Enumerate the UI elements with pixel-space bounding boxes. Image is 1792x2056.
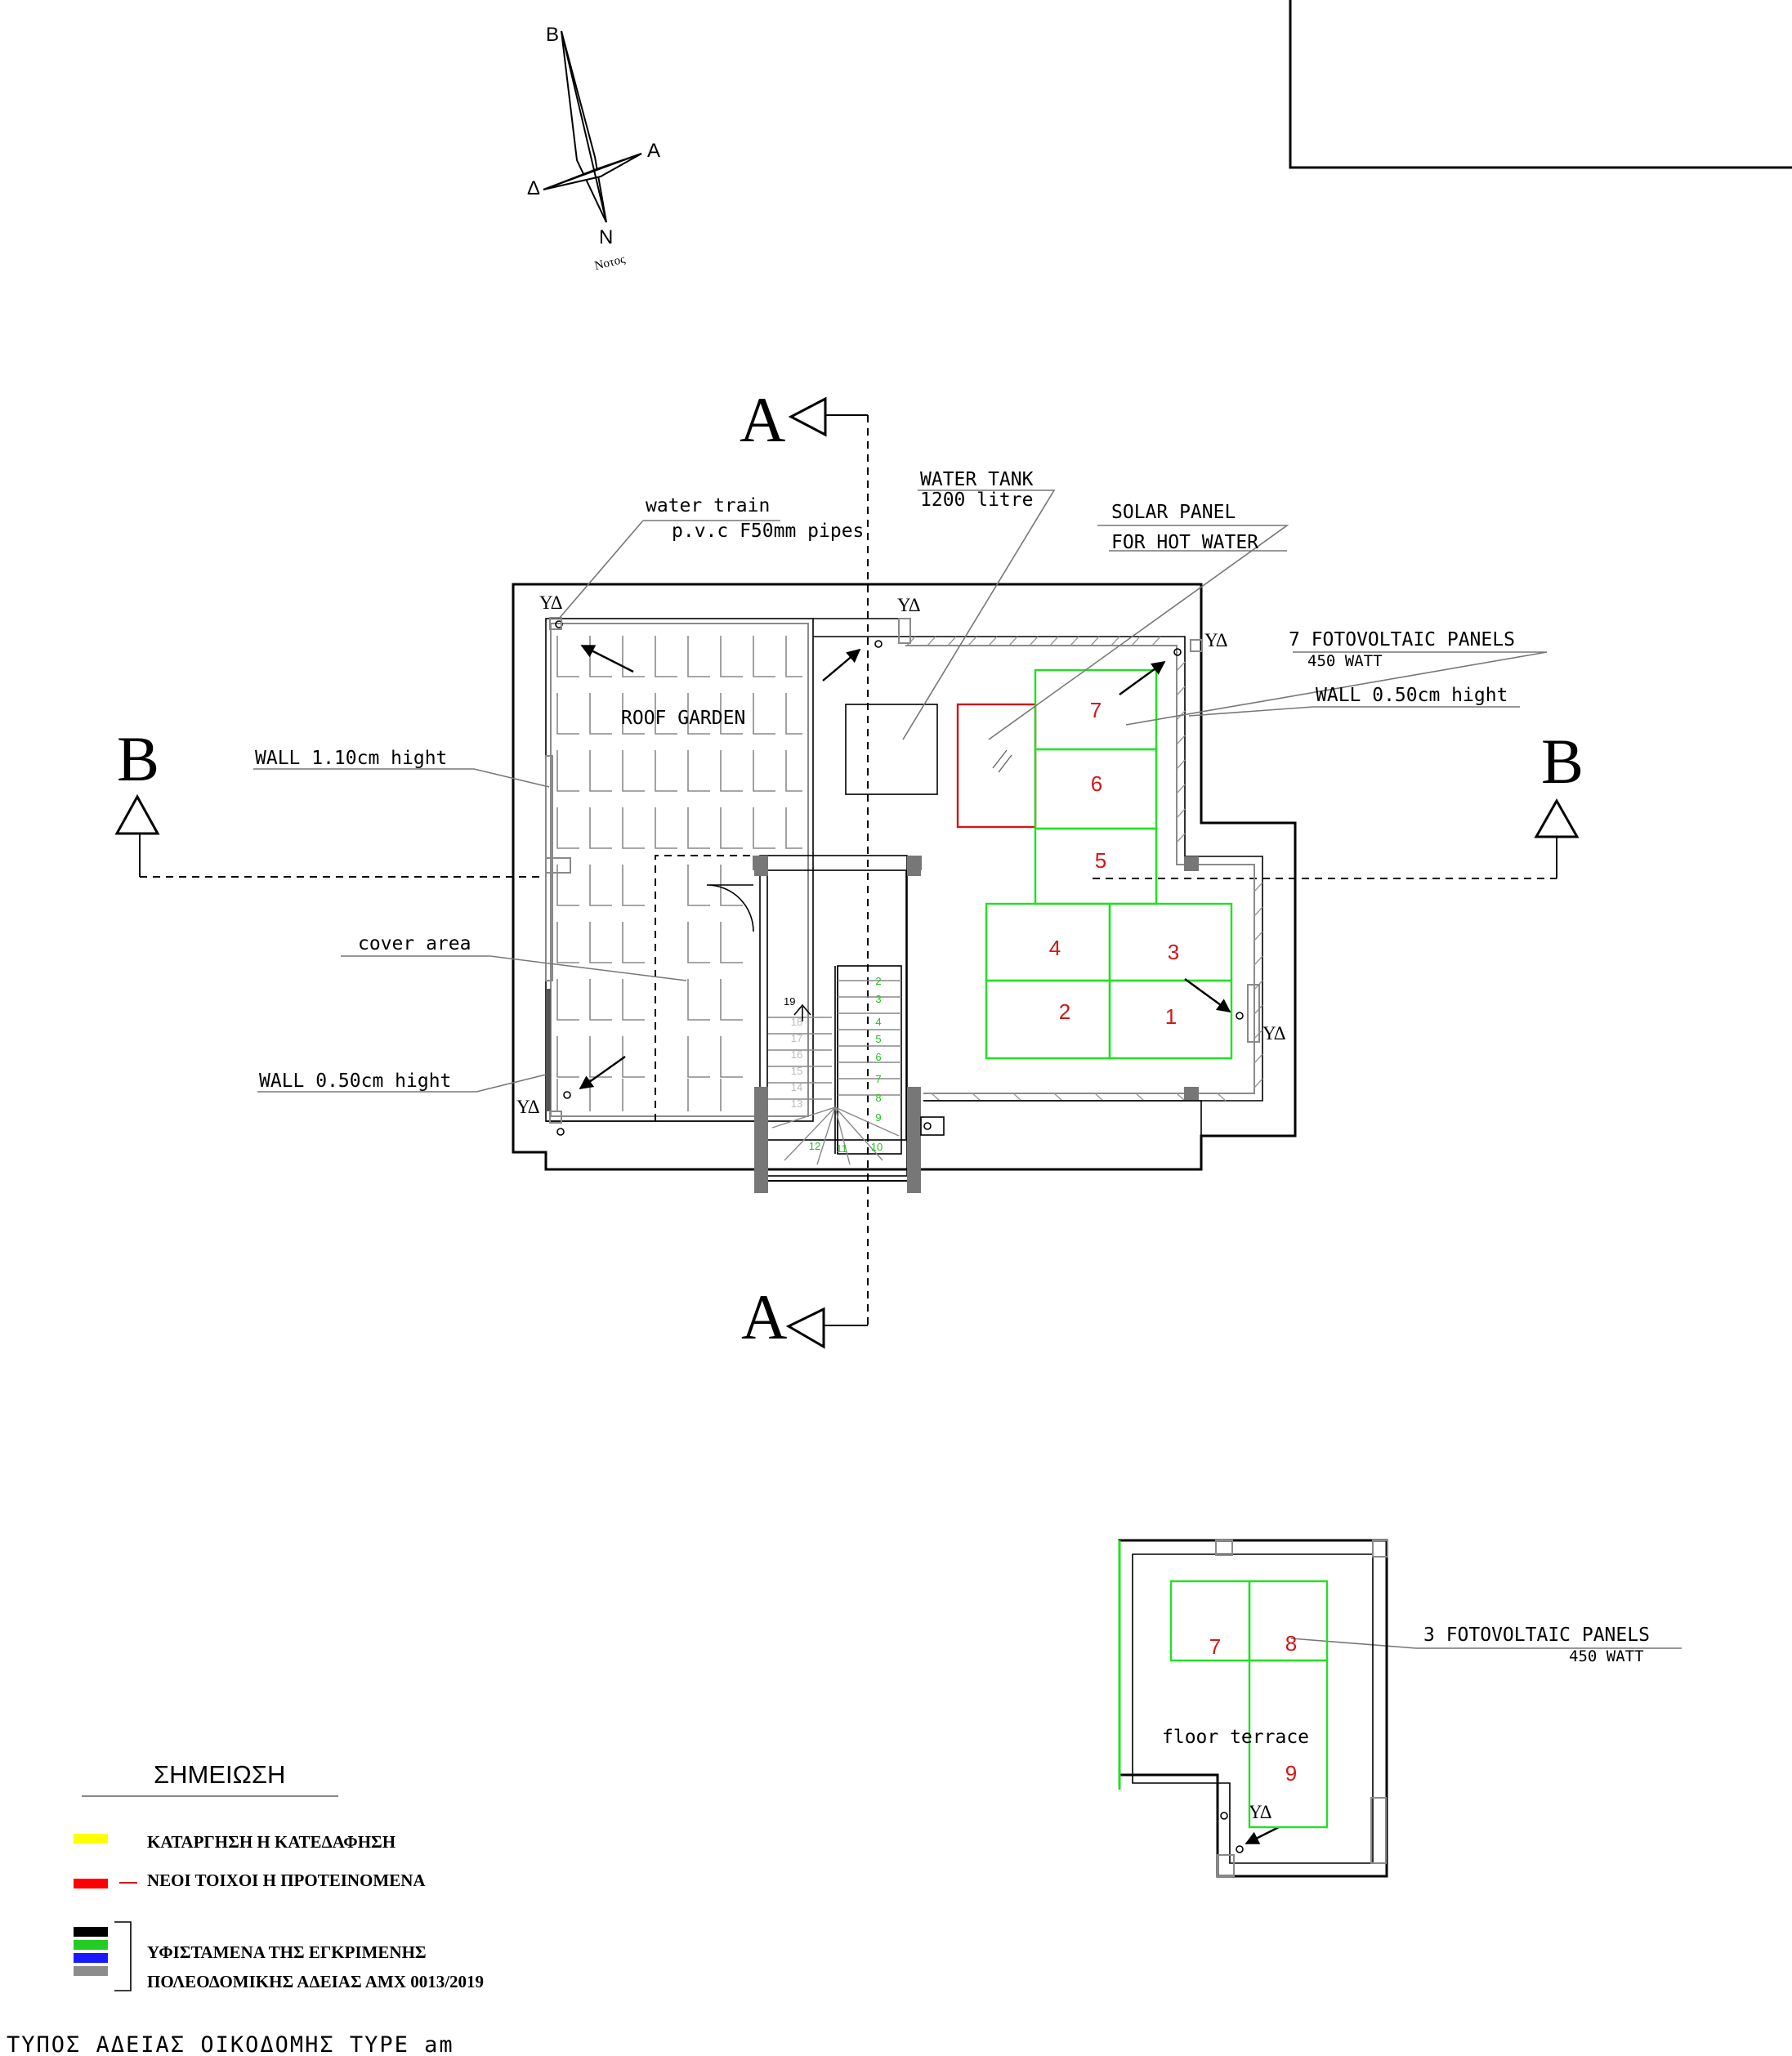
title-block-frame — [1289, 0, 1792, 169]
solar-panel-purpose-label: FOR HOT WATER — [1111, 532, 1258, 553]
roof-garden-label: ROOF GARDEN — [621, 708, 745, 729]
stair-step-number: 3 — [875, 993, 881, 1005]
section-b-right: B — [1534, 726, 1584, 878]
solar-panel-label: SOLAR PANEL — [1111, 502, 1236, 523]
wall-110-label: WALL 1.10cm hight — [255, 748, 447, 769]
stair-step-number: 9 — [875, 1111, 881, 1124]
drain-tags: ΥΔ ΥΔ ΥΔ ΥΔ ΥΔ — [516, 592, 1286, 1117]
compass-west-letter: Δ — [527, 177, 540, 199]
drain-tag: ΥΔ — [1204, 630, 1228, 650]
pv-panel-number: 8 — [1285, 1631, 1297, 1656]
stair-step-number: 17 — [791, 1032, 802, 1044]
legend-swatch — [74, 1966, 108, 1976]
stair-step-number: 5 — [875, 1033, 881, 1045]
pv-panel-number: 2 — [1059, 999, 1070, 1024]
stair-step-number: 10 — [871, 1141, 883, 1153]
plan-labels: water train p.v.c F50mm pipes WATER TANK… — [255, 469, 1650, 1665]
building-outline — [512, 583, 1297, 1171]
pv-small-count-label: 3 FOTOVOLTAIC PANELS — [1423, 1625, 1650, 1646]
flow-arrows — [579, 644, 1231, 1089]
water-tank-label: WATER TANK — [920, 469, 1034, 490]
stair-step-number: 15 — [791, 1065, 802, 1077]
leader-lines — [253, 489, 1682, 1649]
pv-small-watt-label: 450 WATT — [1569, 1647, 1644, 1665]
compass-south-word: Νοτος — [593, 253, 627, 273]
stair-step-number: 2 — [875, 975, 881, 987]
legend-item-text: ΚΑΤΑΡΓΗΣΗ Η ΚΑΤΕΔΑΦΗΣΗ — [147, 1832, 395, 1852]
pv-panel-number: 3 — [1168, 940, 1179, 964]
pv-panel — [985, 902, 1111, 982]
stair-step-number: 6 — [875, 1051, 881, 1063]
pv-panel — [1248, 1659, 1329, 1829]
stair-step-numbers: 2 3 4 5 6 7 8 9 10 11 12 18 17 16 15 14 13 — [791, 975, 883, 1155]
section-a-top-label: A — [740, 384, 785, 455]
section-b-left-label: B — [117, 723, 159, 794]
compass-south-letter: N — [599, 226, 613, 248]
stair-step-number: 7 — [875, 1073, 881, 1085]
legend-title: ΣΗΜΕΙΩΣΗ — [154, 1760, 285, 1789]
floor-terrace-plan: ΥΔ 7 8 9 floor terrace — [1118, 1539, 1388, 1878]
pv-array-main: 7 6 5 4 3 2 1 — [985, 668, 1233, 1060]
stair-step-number: 14 — [791, 1081, 802, 1093]
wall-050-left-label: WALL 0.50cm hight — [259, 1070, 451, 1092]
stair-step-number: 12 — [809, 1140, 820, 1152]
stair-step-number: 4 — [875, 1016, 881, 1028]
water-tank — [845, 704, 938, 795]
pv-panel-number: 9 — [1285, 1761, 1297, 1786]
legend-swatch — [74, 1940, 108, 1950]
water-train-pipes-label: p.v.c F50mm pipes — [672, 521, 864, 542]
drain-tag: ΥΔ — [516, 1097, 540, 1117]
roof-garden-tiles — [556, 636, 802, 1121]
stair-step-number: 8 — [875, 1092, 881, 1104]
stair-step-number: 13 — [791, 1097, 802, 1110]
pv-panel-number: 4 — [1049, 936, 1061, 960]
cover-area-label: cover area — [358, 933, 471, 954]
drain-points — [549, 617, 1260, 1136]
section-b-left: B — [114, 723, 160, 877]
stair-step-number: 11 — [836, 1142, 847, 1155]
compass-north-letter: B — [546, 24, 559, 46]
pv-main-watt-label: 450 WATT — [1307, 652, 1383, 670]
section-b-right-label: B — [1541, 726, 1584, 797]
pv-panel-number: 7 — [1090, 698, 1102, 722]
drain-tag: ΥΔ — [539, 592, 563, 613]
solar-hot-water-panel — [956, 703, 1037, 829]
section-a-bottom: A — [741, 1281, 868, 1352]
pv-array-small: 7 8 9 — [1169, 1580, 1329, 1829]
floor-terrace-label: floor terrace — [1162, 1727, 1309, 1748]
legend-swatch — [74, 1834, 108, 1844]
drain-tag: ΥΔ — [1249, 1802, 1272, 1822]
stair-core: 19 2 3 4 5 6 7 8 9 10 11 12 18 17 16 15 14 13 — [706, 855, 945, 1193]
pv-panel-number: 7 — [1209, 1634, 1221, 1659]
legend: ΣΗΜΕΙΩΣΗ ΚΑΤΑΡΓΗΣΗ Η ΚΑΤΕΔΑΦΗΣΗ ΝΕΟΙ ΤΟΙΧ… — [74, 1760, 484, 1991]
pv-panel-number: 1 — [1165, 1004, 1177, 1029]
drain-tag: ΥΔ — [897, 595, 921, 615]
legend-item-text: ΝΕΟΙ ΤΟΙΧΟΙ Η ΠΡΟΤΕΙΝΟΜΕΝΑ — [147, 1871, 426, 1890]
stair-top-number: 19 — [784, 995, 795, 1008]
legend-swatch — [74, 1927, 108, 1937]
water-tank-capacity-label: 1200 litre — [920, 489, 1033, 511]
wall-050-right-label: WALL 0.50cm hight — [1316, 685, 1508, 706]
legend-item-text: ΠΟΛΕΟΔΟΜΙΚΗΣ ΑΔΕΙΑΣ ΑΜΧ 0013/2019 — [147, 1972, 484, 1991]
legend-item-text: ΥΦΙΣΤΑΜΕΝΑ ΤΗΣ ΕΓΚΡΙΜΕΝΗΣ — [147, 1942, 427, 1962]
pv-panel-number: 6 — [1091, 771, 1102, 796]
water-train-label: water train — [646, 495, 770, 516]
pv-main-count-label: 7 FOTOVOLTAIC PANELS — [1289, 629, 1515, 650]
legend-swatch — [74, 1879, 108, 1888]
legend-swatch — [74, 1953, 108, 1963]
section-a-top: A — [740, 384, 868, 455]
compass-rose: B A Δ N Νοτος — [527, 24, 660, 273]
compass-east-letter: A — [647, 140, 660, 162]
pv-panel-number: 5 — [1095, 848, 1106, 873]
pv-panel — [1108, 979, 1233, 1060]
section-a-bottom-label: A — [741, 1281, 787, 1352]
permit-type-footer: ΤΥΠΟΣ ΑΔΕΙΑΣ ΟΙΚΟΔΟΜΗΣ ΤΥΡΕ am — [7, 2032, 454, 2056]
pv-panel — [985, 979, 1111, 1060]
stair-step-number: 18 — [791, 1016, 802, 1028]
stair-step-number: 16 — [791, 1048, 802, 1061]
drain-tag: ΥΔ — [1262, 1023, 1286, 1044]
